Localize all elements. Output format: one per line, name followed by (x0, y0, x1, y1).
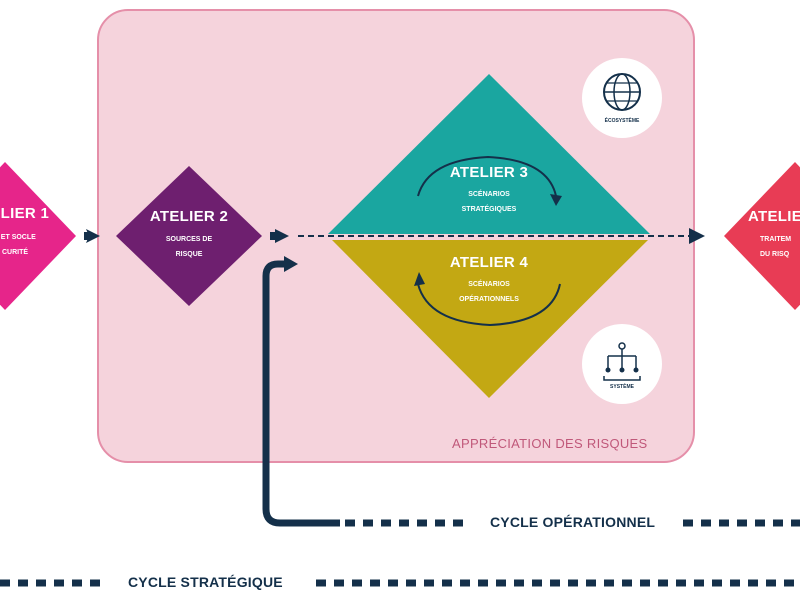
atelier-4-triangle (332, 240, 648, 398)
system-icon (582, 324, 662, 404)
atelier-1-subtitle-line-2: CURITÉ (1, 249, 29, 256)
atelier-5-title: ATELIE (748, 208, 800, 225)
atelier-3-subtitle-line-2: STRATÉGIQUES (461, 206, 517, 213)
operational-cycle-arrowhead (284, 256, 298, 272)
atelier-3-title: ATELIER 3 (449, 164, 529, 181)
atelier-4-subtitle-line-1: SCÉNARIOS (468, 281, 510, 288)
arrow-2-to-3 (275, 229, 289, 243)
atelier-3-triangle (328, 74, 650, 234)
atelier-2-title: ATELIER 2 (149, 208, 229, 225)
atelier-1-subtitle-line-1: E ET SOCLE (0, 234, 36, 241)
risk-appreciation-caption: APPRÉCIATION DES RISQUES (452, 436, 648, 451)
atelier-4-title: ATELIER 4 (449, 254, 529, 271)
operational-cycle-label: CYCLE OPÉRATIONNEL (490, 514, 656, 530)
atelier-3-arrowhead (550, 194, 562, 206)
atelier-1-title: ATELIER 1 (0, 205, 50, 222)
atelier-5-subtitle-line-2: DU RISQ (760, 251, 790, 258)
strategic-cycle-label: CYCLE STRATÉGIQUE (128, 574, 283, 590)
arrow-to-5 (689, 228, 705, 244)
atelier-5-diamond (724, 162, 800, 310)
atelier-2-subtitle-line-1: SOURCES DE (165, 236, 213, 243)
arrow-1-to-2-tail (84, 232, 92, 240)
atelier-3-cycle-arrow (417, 155, 557, 197)
atelier-4-cycle-arrow (417, 283, 561, 327)
atelier-2-diamond (116, 166, 262, 306)
atelier-2-subtitle-line-2: RISQUE (175, 251, 203, 258)
atelier-4-subtitle-line-2: OPÉRATIONNELS (459, 296, 519, 303)
arrow-2-to-3-tail (270, 232, 278, 240)
ecosystem-icon (582, 58, 662, 138)
atelier-3-subtitle-line-1: SCÉNARIOS (468, 191, 510, 198)
ecosystem-label: ÉCOSYSTÈME (604, 118, 640, 124)
operational-cycle-return-line (262, 260, 340, 527)
atelier-1-diamond (0, 162, 76, 310)
atelier-4-arrowhead (414, 272, 425, 286)
system-label: SYSTÈME (610, 384, 634, 390)
atelier-5-subtitle-line-1: TRAITEM (760, 236, 792, 243)
